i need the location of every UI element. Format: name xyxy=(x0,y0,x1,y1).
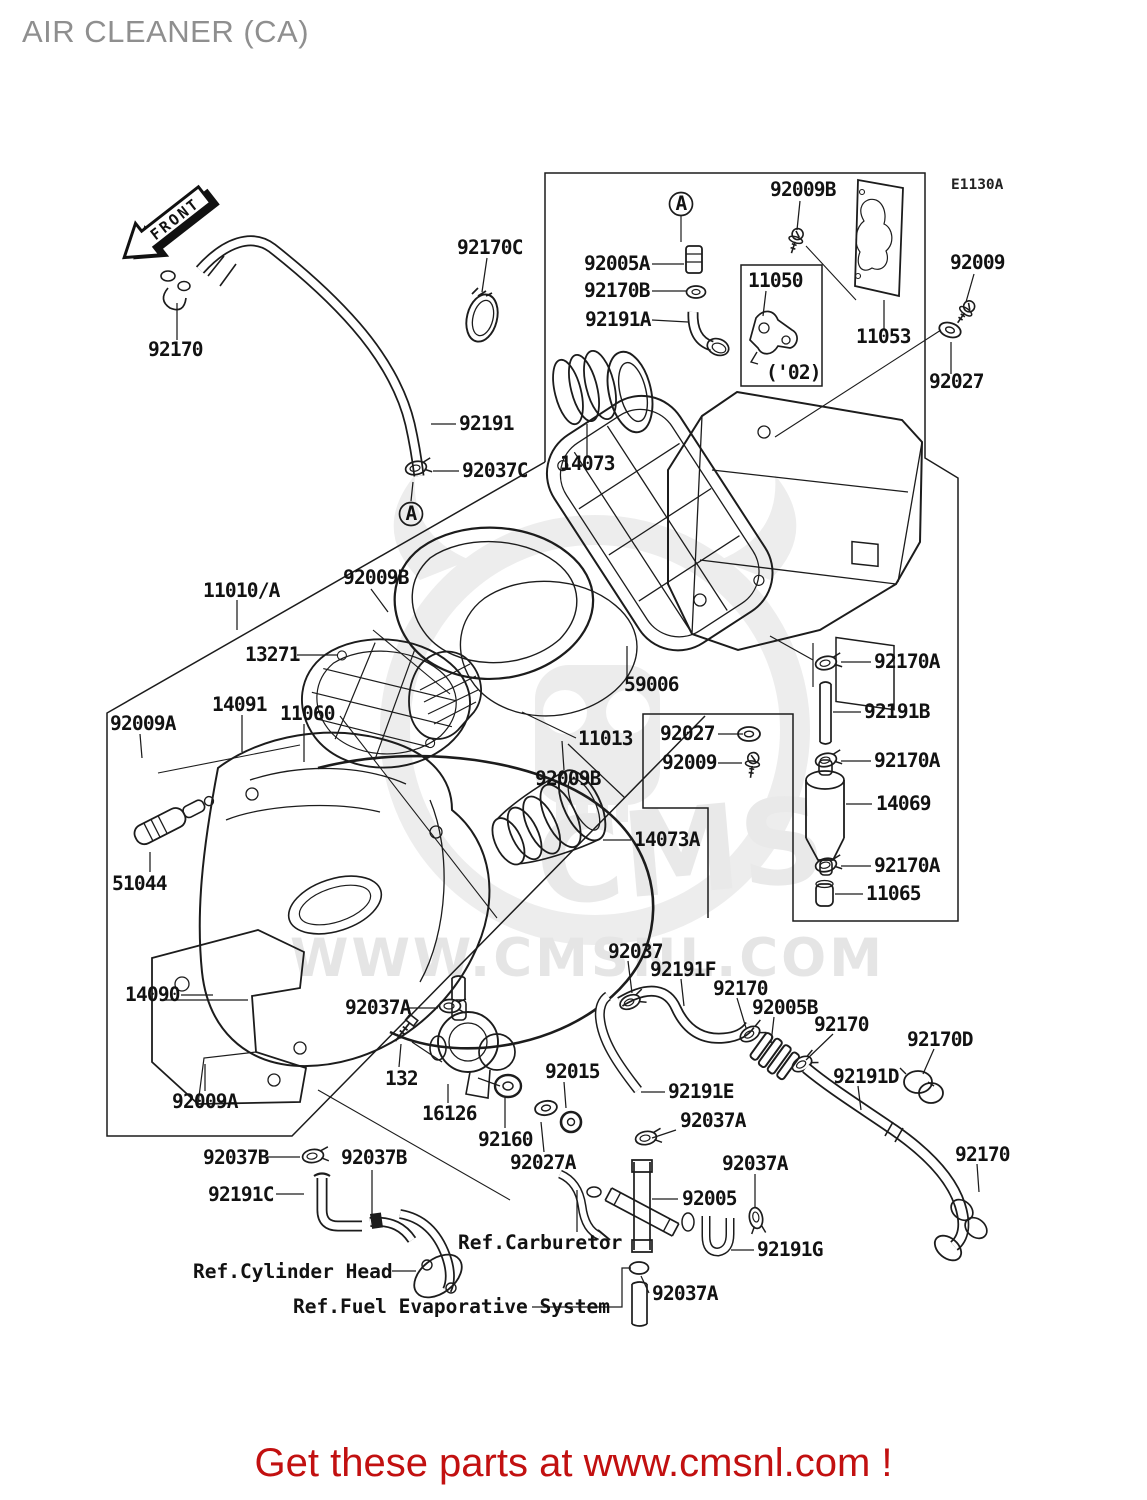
part-label-92009a-2: 92009A xyxy=(172,1090,239,1113)
part-label-92191: 92191 xyxy=(459,412,514,435)
part-label-ref-carburetor: Ref.Carburetor xyxy=(458,1231,622,1254)
part-label-13271: 13271 xyxy=(245,643,300,666)
part-label-02: ('02) xyxy=(766,361,821,384)
hose-network-drawing xyxy=(300,975,988,1327)
part-label-92170a-2: 92170A xyxy=(874,749,941,772)
part-label-14090: 14090 xyxy=(125,983,180,1006)
part-label-92170-2: 92170 xyxy=(713,977,768,1000)
part-label-92170: 92170 xyxy=(148,338,203,361)
part-label-92170a-3: 92170A xyxy=(874,854,941,877)
footer-cta-link[interactable]: Get these parts at www.cmsnl.com ! xyxy=(254,1441,893,1485)
part-label-14073: 14073 xyxy=(560,452,615,475)
vacuum-pump-16126-drawing xyxy=(394,998,583,1134)
part-label-92191f: 92191F xyxy=(650,958,716,981)
part-label-92005: 92005 xyxy=(682,1187,737,1210)
part-label-92170-3: 92170 xyxy=(814,1013,869,1036)
part-label-92037c: 92037C xyxy=(462,459,528,482)
part-label-11013: 11013 xyxy=(578,727,633,750)
part-label-92037a: 92037A xyxy=(345,996,412,1019)
part-label-59006: 59006 xyxy=(624,673,679,696)
cms-watermark: CMS WWW.CMSNL.COM xyxy=(290,475,885,989)
assembly-enclosure-lines xyxy=(106,172,959,1201)
part-label-92170b: 92170B xyxy=(584,279,651,302)
part-label-92005b: 92005B xyxy=(752,996,819,1019)
part-label-92009a: 92009A xyxy=(110,712,177,735)
part-label-92037b-2: 92037B xyxy=(341,1146,408,1169)
part-label-132: 132 xyxy=(385,1067,418,1090)
part-label-92027-2: 92027 xyxy=(660,722,715,745)
svg-text:A: A xyxy=(406,502,418,525)
part-label-ref-fuel-evaporative-system: Ref.Fuel Evaporative System xyxy=(293,1295,610,1318)
callout-a-top: A xyxy=(668,191,694,217)
breather-hose-92191-drawing xyxy=(160,235,434,478)
part-label-11010-a: 11010/A xyxy=(203,579,281,602)
plate-11053-drawing xyxy=(783,178,979,341)
svg-text:A: A xyxy=(676,192,688,215)
drain-filter-column-drawing xyxy=(737,635,845,907)
watermark-site-text: WWW.CMSNL.COM xyxy=(290,928,885,989)
part-label-92160: 92160 xyxy=(478,1128,533,1151)
part-label-92037a-3: 92037A xyxy=(722,1152,789,1175)
part-label-14073a: 14073A xyxy=(634,828,701,851)
part-label-92005a: 92005A xyxy=(584,252,651,275)
part-label-14091: 14091 xyxy=(212,693,267,716)
part-label-92037: 92037 xyxy=(608,940,663,963)
part-label-ref-cylinder-head: Ref.Cylinder Head xyxy=(193,1260,393,1283)
part-label-92191g: 92191G xyxy=(757,1238,823,1261)
part-label-92191e: 92191E xyxy=(668,1080,734,1103)
part-label-92191c: 92191C xyxy=(208,1183,274,1206)
part-label-92009b: 92009B xyxy=(770,178,837,201)
part-label-16126: 16126 xyxy=(422,1102,477,1125)
part-label-11053: 11053 xyxy=(856,325,911,348)
callout-a-mid: A xyxy=(398,501,424,527)
part-label-92191a: 92191A xyxy=(585,308,652,331)
part-label-92170c: 92170C xyxy=(457,236,523,259)
part-label-92037a-2: 92037A xyxy=(680,1109,747,1132)
part-label-92170d: 92170D xyxy=(907,1028,973,1051)
part-label-92191d: 92191D xyxy=(833,1065,899,1088)
clamp-92170c-drawing xyxy=(465,287,499,343)
part-label-92037a-4: 92037A xyxy=(652,1282,719,1305)
breather-fittings-drawing xyxy=(680,216,730,357)
watermark-logo-text: CMS xyxy=(530,770,830,933)
part-label-11060: 11060 xyxy=(280,702,335,725)
part-label-92037b: 92037B xyxy=(203,1146,270,1169)
part-label-92027a: 92027A xyxy=(510,1151,577,1174)
part-label-11065: 11065 xyxy=(866,882,921,905)
part-label-92009b-2: 92009B xyxy=(343,566,410,589)
part-label-92027: 92027 xyxy=(929,370,984,393)
part-label-92170-4: 92170 xyxy=(955,1143,1010,1166)
diagram-code: E1130A xyxy=(951,177,1004,193)
air-duct-14073a-drawing xyxy=(491,769,607,866)
part-label-92015: 92015 xyxy=(545,1060,600,1083)
part-label-92009-2: 92009 xyxy=(662,751,717,774)
air-duct-14073-drawing xyxy=(552,349,654,434)
part-label-51044: 51044 xyxy=(112,872,167,895)
part-label-92191b: 92191B xyxy=(864,700,931,723)
filter-element-drawings xyxy=(301,526,638,769)
leader-lines xyxy=(139,200,980,1308)
part-label-14069: 14069 xyxy=(876,792,931,815)
front-direction-marker: FRONT xyxy=(122,184,220,260)
part-label-92170a: 92170A xyxy=(874,650,941,673)
part-label-92009: 92009 xyxy=(950,251,1005,274)
air-box-housing-drawing xyxy=(545,390,924,711)
page-title: AIR CLEANER (CA) xyxy=(22,14,310,49)
part-labels-layer: 9217092170C92005A92170B92191A92009B11050… xyxy=(110,178,1011,1318)
part-label-11050: 11050 xyxy=(748,269,803,292)
part-label-92009b-3: 92009B xyxy=(535,767,602,790)
bracket-11050-drawing xyxy=(749,310,798,365)
